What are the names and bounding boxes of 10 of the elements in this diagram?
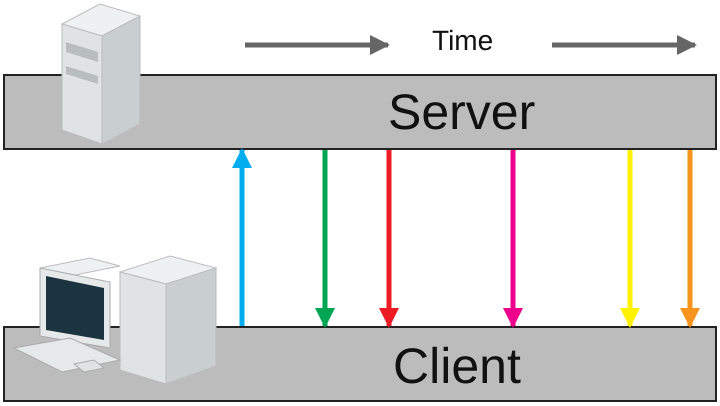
arrow (379, 150, 399, 328)
band-label: Client (393, 337, 521, 396)
arrow (503, 150, 523, 328)
arrow (680, 150, 700, 328)
band (3, 74, 717, 150)
band-label: Server (388, 83, 536, 142)
arrow (232, 148, 252, 326)
arrow (620, 150, 640, 328)
arrow (315, 150, 335, 328)
axis-label: Time (432, 24, 494, 58)
